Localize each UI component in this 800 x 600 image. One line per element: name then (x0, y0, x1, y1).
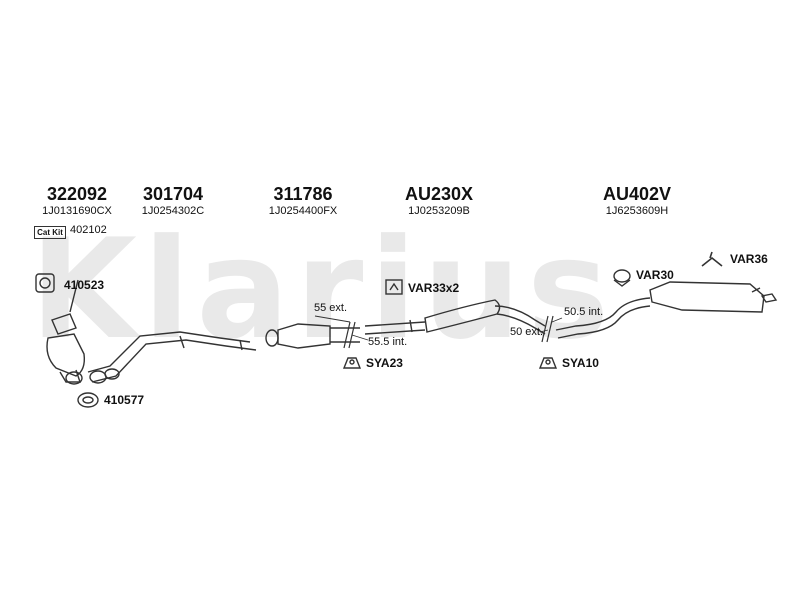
part-reference: 1J0253209B (408, 205, 470, 217)
cat-kit-badge: Cat Kit (34, 226, 66, 239)
label-var33: VAR33x2 (408, 281, 460, 295)
mount-icon (613, 269, 631, 287)
part-reference: 1J0254302C (141, 205, 205, 217)
label-410523: 410523 (64, 278, 105, 292)
measure-50-5-int: 50.5 int. (564, 306, 604, 318)
clamp-icon (385, 279, 403, 295)
cat-kit-number: 402102 (70, 224, 107, 236)
label-sya10: SYA10 (562, 356, 599, 370)
measure-55-ext: 55 ext. (314, 302, 348, 314)
intermediate-cat-icon (265, 323, 360, 349)
part-number: 311786 (273, 184, 333, 204)
measure-55-5-int: 55.5 int. (368, 336, 408, 348)
leader-lines (314, 315, 563, 341)
rear-silencer-icon (555, 281, 778, 339)
part-322092: 322092 1J0131690CX (22, 184, 132, 218)
label-var36: VAR36 (730, 252, 768, 266)
part-311786: 311786 1J0254400FX (248, 184, 358, 218)
hanger-icon (701, 251, 723, 267)
part-number: AU402V (602, 184, 672, 204)
part-reference: 1J0131690CX (42, 205, 112, 217)
part-number: 301704 (142, 184, 204, 204)
rubber-mount-icon (538, 357, 558, 369)
rubber-mount-icon (342, 357, 362, 369)
part-number: AU230X (404, 184, 474, 204)
part-number: 322092 (46, 184, 108, 204)
catalytic-converter-icon (46, 279, 86, 385)
part-au230x: AU230X 1J0253209B (384, 184, 494, 218)
ring-gasket-icon (77, 392, 99, 408)
center-silencer-icon (364, 299, 546, 335)
part-301704: 301704 1J0254302C (118, 184, 228, 218)
part-au402v: AU402V 1J6253609H (582, 184, 692, 218)
square-gasket-icon (35, 273, 55, 293)
label-410577: 410577 (104, 393, 145, 407)
part-reference: 1J0254400FX (268, 205, 338, 217)
label-var30: VAR30 (636, 268, 674, 282)
measure-50-ext: 50 ext. (510, 326, 544, 338)
label-sya23: SYA23 (366, 356, 403, 370)
part-reference: 1J6253609H (605, 205, 669, 217)
front-pipe-icon (87, 331, 257, 384)
